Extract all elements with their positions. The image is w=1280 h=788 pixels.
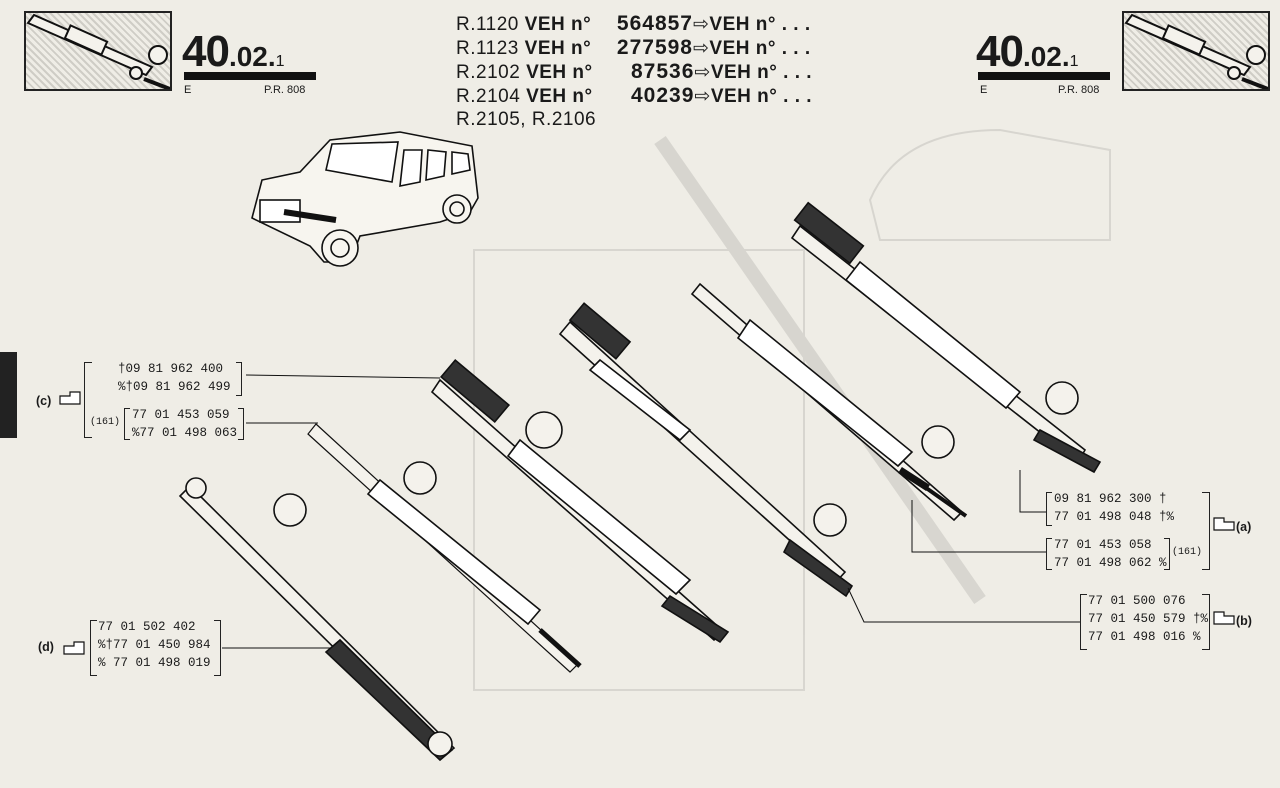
vehicle-line-4: R.2104 VEH n° 40239⇨VEH n° . . . (456, 84, 813, 107)
letter-e-left: E (184, 84, 192, 96)
steering-rack-f (178, 477, 456, 762)
group-d-list: 77 01 502 402 %†77 01 450 984 % 77 01 49… (98, 620, 211, 670)
code-underline-left (184, 72, 316, 80)
group-a-top-list: 09 81 962 300 † 77 01 498 048 †% (1054, 492, 1175, 524)
group-d-brace-left (90, 620, 97, 676)
pointing-hand-icon (1213, 517, 1235, 531)
group-b-label: (b) (1236, 614, 1252, 628)
pointing-hand-icon (63, 641, 85, 655)
vehicle-line-5: R.2105, R.2106 (456, 109, 597, 130)
steering-rack-b (690, 282, 968, 522)
group-a-top-brace-left (1046, 492, 1052, 526)
group-a-bottom-brace-left (1046, 538, 1052, 570)
steering-rack-e (307, 423, 582, 673)
group-c-bottom-brace-right (238, 408, 244, 440)
group-c-outer-brace (84, 362, 92, 438)
group-c-tag-161: (161) (90, 417, 121, 428)
group-a-outer-brace (1202, 492, 1210, 570)
group-d-brace-right (214, 620, 221, 676)
group-c-bottom-brace-left (124, 408, 130, 440)
group-a-bottom-list: 77 01 453 058 77 01 498 062 % (1054, 538, 1167, 570)
group-a-bottom-brace-right (1164, 538, 1170, 570)
group-b-brace-left (1080, 594, 1087, 650)
letter-e-right: E (980, 84, 988, 96)
pointing-hand-icon (1213, 611, 1235, 625)
section-tab-marker (0, 352, 17, 438)
pr-ref-right: P.R. 808 (1058, 84, 1100, 96)
pr-ref-left: P.R. 808 (264, 84, 306, 96)
group-c-top-list: †09 81 962 400 %†09 81 962 499 (118, 362, 231, 394)
car-renault-4-illustration (251, 131, 479, 267)
group-a-label: (a) (1236, 520, 1252, 534)
group-c-bottom-list: 77 01 453 059 %77 01 498 063 (132, 408, 238, 440)
group-b-brace-right (1202, 594, 1210, 650)
steering-rack-d (430, 358, 730, 644)
code-underline-right (978, 72, 1110, 80)
group-c-top-brace (236, 362, 242, 396)
group-b-list: 77 01 500 076 77 01 450 579 †% 77 01 498… (1088, 594, 1209, 644)
thumbnail-steering-rack-left (24, 11, 172, 91)
vehicle-line-1: R.1120 VEH n° 564857⇨VEH n° . . . (456, 12, 811, 35)
vehicle-line-2: R.1123 VEH n° 277598⇨VEH n° . . . (456, 36, 811, 59)
vehicle-line-3: R.2102 VEH n° 87536⇨VEH n° . . . (456, 60, 813, 83)
group-a-tag-161: (161) (1172, 547, 1203, 558)
steering-rack-c (558, 302, 854, 598)
steering-rack-thumb-icon (26, 13, 170, 89)
group-d-label: (d) (38, 640, 54, 654)
thumbnail-steering-rack-right (1122, 11, 1270, 91)
section-code-right: 40.02.1 (976, 27, 1079, 76)
group-c-label: (c) (36, 394, 52, 408)
steering-rack-thumb-icon (1124, 13, 1268, 89)
steering-rack-a (790, 201, 1102, 474)
pointing-hand-icon (59, 391, 81, 405)
section-code-left: 40.02.1 (182, 27, 285, 76)
